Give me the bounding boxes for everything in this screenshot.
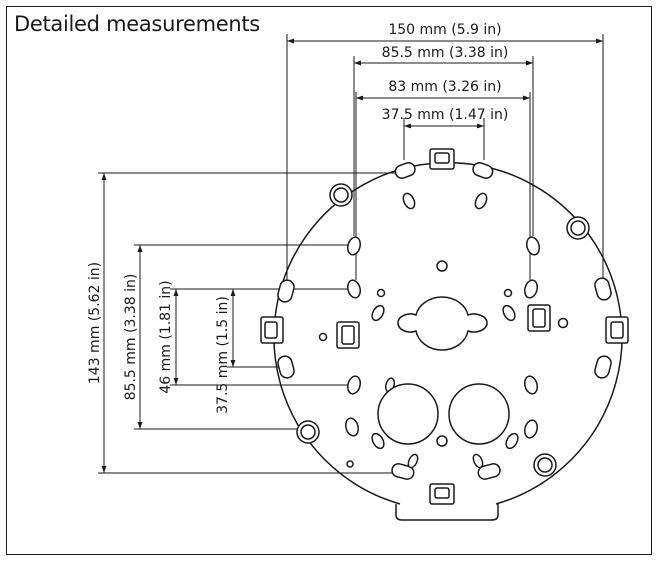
hole-mid-5 xyxy=(402,192,416,210)
hole-bottom-center xyxy=(436,435,448,447)
hole-inner-2 xyxy=(347,279,361,299)
hole-mid-2 xyxy=(371,432,385,450)
hole-small-left xyxy=(318,332,328,342)
dim-label-37-5mm-h: 37.5 mm (1.47 in) xyxy=(382,107,509,123)
slot-top-right xyxy=(472,162,494,179)
hole-mid-6 xyxy=(474,192,488,210)
slot-right-lower xyxy=(594,355,612,379)
page-title: Detailed measurements xyxy=(14,12,260,36)
cable-hole-left xyxy=(377,383,439,445)
vertical-dimensions xyxy=(98,172,397,474)
dim-label-85-5mm-h: 85.5 mm (3.38 in) xyxy=(382,45,509,61)
hole-inner-4 xyxy=(345,417,359,437)
dim-label-37-5mm-v: 37.5 mm (1.5 in) xyxy=(215,296,231,414)
slot-left-lower xyxy=(277,355,295,379)
hole-inner-5 xyxy=(526,236,540,256)
slot-left-upper xyxy=(277,279,295,303)
hole-mid-3 xyxy=(505,432,519,450)
central-keyhole-cutout xyxy=(397,296,488,351)
slot-top-left xyxy=(394,162,416,179)
dim-label-143mm: 143 mm (5.62 in) xyxy=(87,262,103,384)
hole-mid-8 xyxy=(472,453,484,469)
slot-right-upper xyxy=(594,277,612,301)
slot-bottom-left xyxy=(391,463,415,480)
hole-small-top-left xyxy=(376,288,386,298)
hole-inner-8 xyxy=(524,419,538,439)
hole-small-top-right xyxy=(503,288,513,298)
latches xyxy=(260,148,629,505)
dim-label-46mm: 46 mm (1.81 in) xyxy=(158,280,174,393)
hole-small-right xyxy=(557,317,569,329)
hole-mid-7 xyxy=(407,453,419,469)
dim-label-85-5mm-v: 85.5 mm (3.38 in) xyxy=(123,274,139,401)
hole-top-center xyxy=(436,260,448,272)
slot-bottom-right xyxy=(477,463,501,480)
hole-mid-4 xyxy=(502,304,516,322)
hole-inner-7 xyxy=(524,375,538,395)
hole-small-bottom-left xyxy=(346,460,354,468)
hole-inner-1 xyxy=(347,236,361,256)
plate-holes xyxy=(277,162,612,480)
hole-inner-6 xyxy=(524,279,538,299)
dim-label-83mm: 83 mm (3.26 in) xyxy=(388,79,501,95)
cable-hole-right xyxy=(448,383,510,445)
hole-inner-3 xyxy=(347,375,361,395)
dim-label-150mm: 150 mm (5.9 in) xyxy=(388,22,501,38)
hole-mid-1 xyxy=(371,304,385,322)
